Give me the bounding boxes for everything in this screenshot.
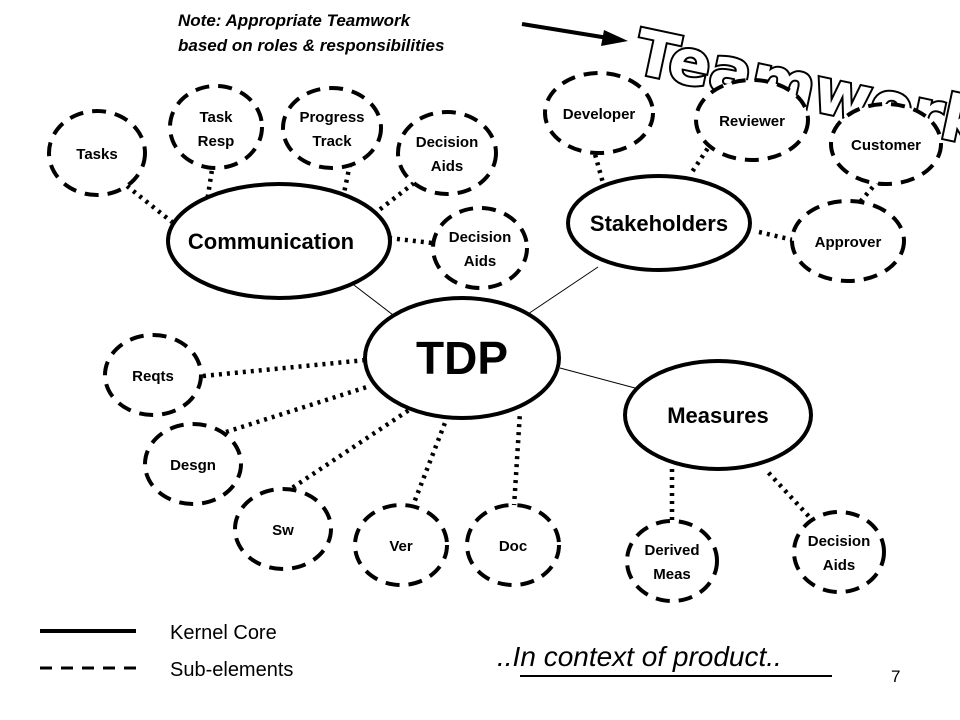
context-text: ..In context of product.. [497,641,782,672]
connector-customer [852,179,880,211]
progress-track-label-2: Track [312,133,352,150]
node-customer[interactable]: Customer [829,102,943,186]
connector-measures-tdp [559,367,636,389]
kernel-communication[interactable]: Communication [166,182,392,300]
note-arrow-head [601,30,628,46]
sw-label: Sw [272,522,294,539]
node-ver[interactable]: Ver [353,503,449,587]
node-decision-aids-1[interactable]: Decision Aids [396,110,498,196]
connector-doc [511,411,523,508]
connector-decision-aids-1 [372,181,416,216]
node-task-resp[interactable]: Task Resp [168,84,264,170]
task-resp-label-1: Task [199,109,233,126]
node-tasks[interactable]: Tasks [47,109,147,197]
legend: Kernel Core Sub-elements [40,622,293,681]
connector-reviewer [688,140,714,177]
decision-aids-2-label-1: Decision [449,229,512,246]
kernel-measures[interactable]: Measures [623,359,813,471]
note-arrow-shaft [521,22,609,40]
legend-sub-elements: Sub-elements [170,659,293,681]
node-doc[interactable]: Doc [465,503,561,587]
stakeholders-ellipse [566,174,752,272]
connector-desgn [225,383,371,435]
connector-reqts [202,357,367,379]
kernel-stakeholders[interactable]: Stakeholders [566,174,752,272]
ver-label: Ver [389,538,413,555]
sub-element-connectors [125,140,880,524]
tdp-core[interactable]: TDP [363,296,561,420]
derived-meas-label-1: Derived [644,542,699,559]
node-reviewer[interactable]: Reviewer [694,78,810,162]
reviewer-label: Reviewer [719,113,785,130]
doc-label: Doc [499,538,527,555]
measures-label: Measures [667,403,769,428]
developer-label: Developer [563,106,636,123]
meas-decision-aids-label-2: Aids [823,557,856,574]
legend-kernel-core: Kernel Core [170,622,277,644]
node-meas-decision-aids[interactable]: Decision Aids [792,510,886,594]
reqts-label: Reqts [132,368,174,385]
communication-ellipse [166,182,392,300]
node-desgn[interactable]: Desgn [143,422,243,506]
stakeholders-label: Stakeholders [590,211,728,236]
connector-progress-track [340,163,353,199]
node-sw[interactable]: Sw [233,487,333,571]
node-derived-meas[interactable]: Derived Meas [625,519,719,603]
task-resp-label-2: Resp [198,133,235,150]
node-decision-aids-2[interactable]: Decision Aids [431,206,529,290]
node-progress-track[interactable]: Progress Track [281,86,383,170]
progress-track-label-1: Progress [299,109,364,126]
connector-decision-aids-2 [388,235,433,246]
communication-label: Communication [188,229,354,254]
derived-meas-label-2: Meas [653,566,691,583]
connector-sw [284,406,414,494]
desgn-label: Desgn [170,457,216,474]
tdp-ellipse [363,296,561,420]
tdp-label: TDP [416,332,508,384]
page-number: 7 [891,667,900,686]
approver-label: Approver [815,234,882,251]
connector-developer [590,146,606,184]
note-line-2: based on roles & responsibilities [178,36,444,55]
meas-decision-aids-label-1: Decision [808,533,871,550]
node-developer[interactable]: Developer [543,71,655,155]
connector-stakeholders-tdp [521,266,599,319]
customer-label: Customer [851,137,921,154]
note: Note: Appropriate Teamwork based on role… [178,11,628,55]
decision-aids-1-label-2: Aids [431,158,464,175]
measures-ellipse [623,359,813,471]
connector-tasks [125,184,174,224]
decision-aids-2-label-2: Aids [464,253,497,270]
connector-ver [409,414,451,509]
decision-aids-1-label-1: Decision [416,134,479,151]
tasks-label: Tasks [76,146,117,163]
node-reqts[interactable]: Reqts [103,333,203,417]
node-approver[interactable]: Approver [790,199,906,283]
connector-meas-decision-aids [764,468,816,524]
note-line-1: Note: Appropriate Teamwork [178,11,412,30]
connector-approver [758,229,794,243]
